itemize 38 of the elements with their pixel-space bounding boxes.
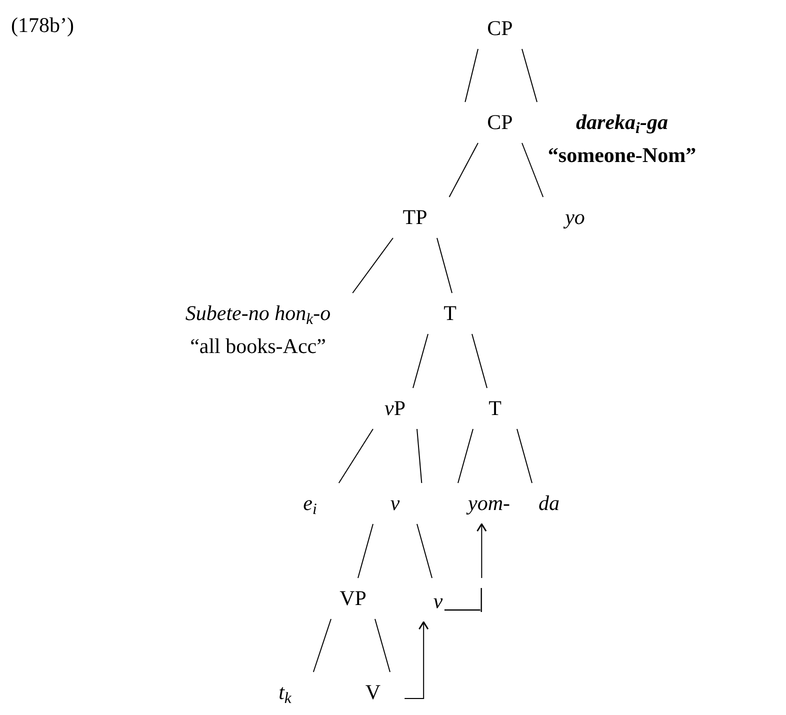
branch-line — [374, 618, 390, 672]
node-label: TP — [402, 207, 428, 228]
branch-line — [522, 142, 544, 198]
branch-line — [436, 238, 452, 294]
branch-line — [458, 428, 474, 484]
branch-line — [338, 428, 374, 484]
branch-line — [412, 334, 428, 388]
node-label: T — [444, 303, 456, 324]
node-label: T — [488, 398, 502, 419]
node-label: yom- — [468, 493, 510, 514]
node-label: CP — [487, 112, 513, 133]
branch-line — [448, 142, 478, 198]
branch-line — [522, 48, 538, 102]
movement-arrow — [476, 523, 487, 578]
branch-line — [516, 428, 532, 484]
branch-line — [416, 524, 432, 578]
branch-line — [472, 334, 488, 388]
movement-arrow — [404, 621, 429, 699]
node-label: VP — [340, 588, 366, 609]
node-label: vP — [384, 398, 406, 419]
branch-line — [416, 428, 422, 484]
node-label: CP — [487, 18, 513, 39]
branch-line — [352, 238, 394, 294]
node-label: Subete-no hon$_{k}$-o — [185, 303, 331, 324]
node-label: v — [433, 591, 443, 612]
node-label: dareka$_{i}$-ga — [576, 112, 668, 133]
node-label: da — [538, 493, 560, 514]
node-label: “someone-Nom” — [548, 145, 696, 166]
example-number: (178b’) — [11, 15, 74, 36]
node-label: e$_{i}$ — [303, 493, 317, 514]
branch-line — [464, 48, 478, 102]
node-label: “all books-Acc” — [190, 336, 326, 357]
node-label: t$_{k}$ — [278, 682, 292, 703]
node-label: yo — [565, 207, 585, 228]
branch-line — [358, 524, 374, 578]
branch-line — [312, 618, 332, 672]
node-label: v — [390, 493, 400, 514]
node-label: V — [365, 682, 381, 703]
